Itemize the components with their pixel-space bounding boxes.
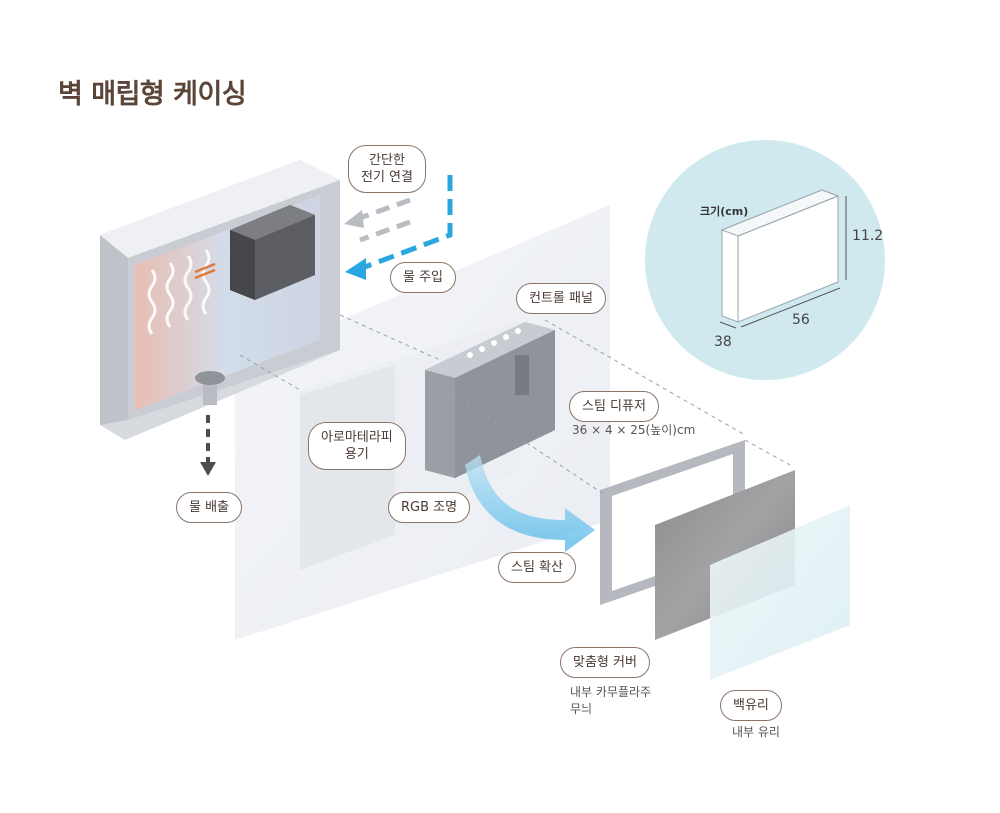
- steam-diffuser-unit: [425, 322, 555, 478]
- page-title: 벽 매립형 케이싱: [58, 79, 247, 110]
- water-in-arrow-head: [344, 210, 364, 228]
- control-panel-label: 컨트롤 패널: [516, 283, 606, 314]
- aroma-label: 아로마테라피 용기: [308, 422, 406, 470]
- water-out-arrow-head: [200, 462, 216, 476]
- water-in-arrow: [359, 197, 411, 221]
- size-label: 크기(cm): [700, 205, 749, 218]
- custom-cover-sub: 내부 카무플라주 무늬: [570, 685, 652, 716]
- back-glass-panel: [710, 505, 850, 680]
- electric-arrow-head: [345, 258, 366, 280]
- size-height: 11.2: [852, 228, 884, 244]
- custom-cover-label: 맞춤형 커버: [560, 647, 650, 678]
- glass-label: 백유리: [720, 690, 782, 721]
- size-box: [719, 189, 847, 329]
- glass-sub: 내부 유리: [732, 725, 780, 739]
- guide-lines: [239, 314, 791, 496]
- water-out-label: 물 배출: [176, 492, 243, 523]
- steam-diffuser-size: 36 × 4 × 25(높이)cm: [572, 423, 696, 437]
- steam-spread-label: 스팀 확산: [498, 552, 576, 583]
- electric-label: 간단한 전기 연결: [348, 145, 426, 193]
- size-depth: 38: [714, 334, 732, 350]
- water-in-label: 물 주입: [390, 262, 457, 293]
- steam-diffuser-label: 스팀 디퓨저: [569, 391, 659, 422]
- rgb-label: RGB 조명: [388, 492, 471, 523]
- steam-diffusion-arrow: [465, 455, 595, 552]
- electric-arrow: [361, 175, 453, 271]
- wall-casing: [100, 160, 340, 440]
- size-width: 56: [792, 312, 810, 328]
